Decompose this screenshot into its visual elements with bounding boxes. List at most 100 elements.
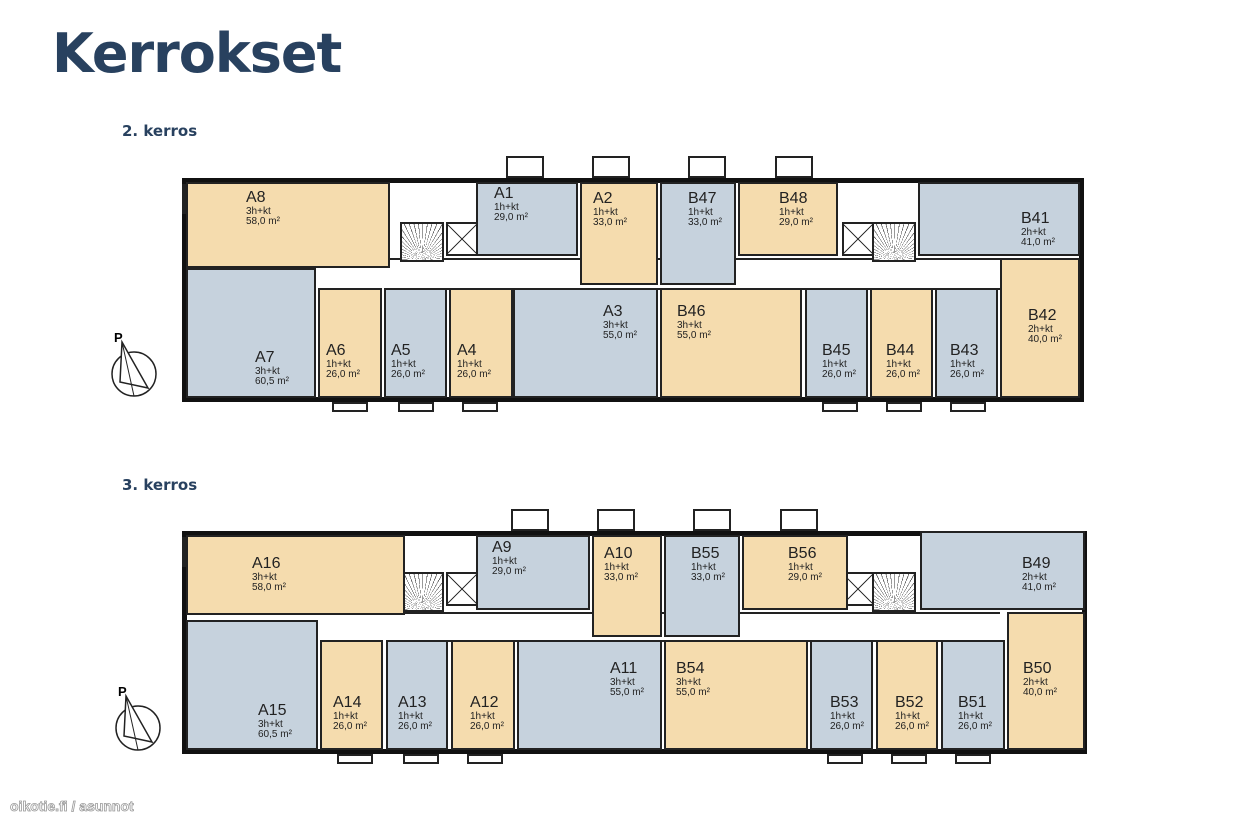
apartment-rooms: 3h+kt	[252, 571, 277, 583]
stairs	[872, 572, 916, 612]
apartment-id: A12	[470, 694, 499, 711]
apartment-B49[interactable]	[920, 531, 1085, 610]
apartment-rooms: 2h+kt	[1021, 226, 1046, 238]
apartment-id: B49	[1022, 555, 1051, 572]
north-arrow-icon	[108, 338, 160, 400]
balcony	[891, 754, 927, 764]
apartment-B53[interactable]	[810, 640, 873, 750]
apartment-A13[interactable]	[386, 640, 448, 750]
apartment-B55[interactable]	[664, 535, 740, 637]
apartment-B51[interactable]	[941, 640, 1005, 750]
apartment-area: 26,0 m²	[391, 369, 425, 381]
apartment-B47[interactable]	[660, 182, 736, 285]
apartment-id: A11	[610, 660, 638, 677]
apartment-rooms: 1h+kt	[492, 555, 517, 567]
apartment-rooms: 3h+kt	[255, 365, 280, 377]
apartment-id: A4	[457, 342, 477, 359]
balcony	[592, 156, 630, 178]
apartment-rooms: 1h+kt	[391, 358, 416, 370]
apartment-A16[interactable]	[186, 535, 405, 615]
apartment-area: 60,5 m²	[255, 376, 289, 388]
apartment-A15[interactable]	[186, 620, 318, 750]
apartment-id: B55	[691, 545, 720, 562]
apartment-rooms: 1h+kt	[593, 206, 618, 218]
apartment-A11[interactable]	[517, 640, 662, 750]
apartment-B56[interactable]	[742, 535, 848, 610]
apartment-area: 58,0 m²	[252, 582, 286, 594]
apartment-rooms: 3h+kt	[246, 205, 271, 217]
apartment-B45[interactable]	[805, 288, 868, 398]
apartment-id: A14	[333, 694, 362, 711]
balcony	[886, 402, 922, 412]
apartment-area: 26,0 m²	[326, 369, 360, 381]
stairs	[400, 572, 444, 612]
apartment-rooms: 3h+kt	[258, 718, 283, 730]
apartment-area: 29,0 m²	[494, 212, 528, 224]
apartment-B44[interactable]	[870, 288, 933, 398]
apartment-id: A8	[246, 189, 266, 206]
apartment-rooms: 1h+kt	[604, 561, 629, 573]
stairs	[400, 222, 444, 262]
apartment-A10[interactable]	[592, 535, 662, 637]
apartment-A2[interactable]	[580, 182, 658, 285]
apartment-id: A9	[492, 539, 512, 556]
apartment-B54[interactable]	[664, 640, 808, 750]
apartment-rooms: 2h+kt	[1028, 323, 1053, 335]
apartment-area: 33,0 m²	[691, 572, 725, 584]
balcony	[597, 509, 635, 531]
apartment-B52[interactable]	[876, 640, 938, 750]
apartment-A6[interactable]	[318, 288, 382, 398]
apartment-B48[interactable]	[738, 182, 838, 256]
apartment-id: A10	[604, 545, 633, 562]
apartment-A14[interactable]	[320, 640, 383, 750]
apartment-A4[interactable]	[449, 288, 513, 398]
apartment-id: B48	[779, 190, 808, 207]
apartment-B42[interactable]	[1000, 258, 1080, 398]
apartment-rooms: 1h+kt	[333, 710, 358, 722]
balcony	[337, 754, 373, 764]
apartment-rooms: 1h+kt	[691, 561, 716, 573]
apartment-A7[interactable]	[186, 268, 316, 398]
apartment-area: 29,0 m²	[788, 572, 822, 584]
apartment-B43[interactable]	[935, 288, 998, 398]
apartment-rooms: 1h+kt	[494, 201, 519, 213]
apartment-id: B44	[886, 342, 915, 359]
apartment-A1[interactable]	[476, 182, 578, 256]
apartment-A3[interactable]	[513, 288, 658, 398]
floor-2-title: 2. kerros	[122, 122, 198, 140]
apartment-B41[interactable]	[918, 182, 1080, 256]
apartment-B50[interactable]	[1007, 612, 1085, 750]
apartment-area: 41,0 m²	[1022, 582, 1056, 594]
apartment-area: 26,0 m²	[398, 721, 432, 733]
apartment-area: 26,0 m²	[958, 721, 992, 733]
apartment-B46[interactable]	[660, 288, 802, 398]
apartment-id: B56	[788, 545, 817, 562]
apartment-area: 26,0 m²	[457, 369, 491, 381]
balcony	[950, 402, 986, 412]
balcony	[506, 156, 544, 178]
elevator	[446, 222, 478, 256]
apartment-id: B47	[688, 190, 717, 207]
apartment-area: 33,0 m²	[593, 217, 627, 229]
apartment-A8[interactable]	[186, 182, 390, 268]
apartment-A12[interactable]	[451, 640, 515, 750]
apartment-A9[interactable]	[476, 535, 590, 610]
apartment-id: B43	[950, 342, 979, 359]
apartment-rooms: 1h+kt	[688, 206, 713, 218]
elevator	[446, 572, 478, 606]
apartment-rooms: 1h+kt	[788, 561, 813, 573]
apartment-A5[interactable]	[384, 288, 447, 398]
